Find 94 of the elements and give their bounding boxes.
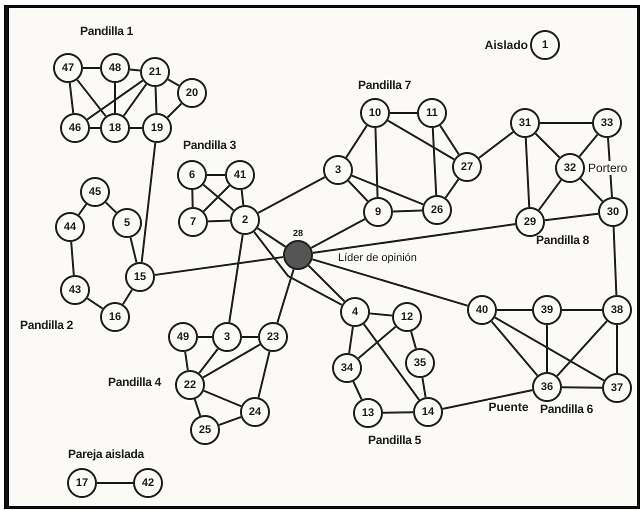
connector-line bbox=[242, 336, 258, 338]
group-label: Pandilla 2 bbox=[20, 318, 74, 332]
connector-line bbox=[258, 176, 326, 214]
connector-line bbox=[70, 242, 75, 276]
connector-line bbox=[616, 325, 618, 373]
connector-line bbox=[538, 179, 562, 211]
connector-line bbox=[382, 411, 414, 414]
connector-line bbox=[534, 132, 560, 158]
connector-line bbox=[370, 312, 392, 317]
connector-line bbox=[122, 84, 148, 116]
connector-line bbox=[580, 178, 604, 202]
connector-line bbox=[130, 68, 140, 72]
connector-line bbox=[78, 204, 88, 216]
group-label: Pareja aislada bbox=[68, 447, 144, 461]
connector-line bbox=[358, 326, 396, 360]
group-label: Pandilla 4 bbox=[108, 375, 162, 389]
connector-line bbox=[578, 134, 598, 158]
connector-line bbox=[497, 309, 532, 311]
connector-line bbox=[198, 348, 219, 374]
connector-line bbox=[312, 223, 516, 254]
connector-line bbox=[276, 269, 295, 323]
connector-line bbox=[540, 122, 592, 124]
connector-line bbox=[140, 142, 156, 262]
connector-line bbox=[612, 226, 618, 296]
connector-line bbox=[114, 83, 116, 113]
connector-line bbox=[444, 178, 460, 198]
connector-line bbox=[202, 344, 261, 378]
connector-line bbox=[83, 67, 100, 69]
connector-line bbox=[122, 289, 133, 305]
group-label: Pandilla 5 bbox=[368, 433, 422, 447]
connector-line bbox=[432, 128, 438, 196]
connector-line bbox=[310, 218, 366, 249]
connector-line bbox=[556, 320, 608, 377]
connector-line bbox=[194, 398, 202, 416]
connector-line bbox=[228, 234, 244, 322]
connector-line bbox=[258, 351, 270, 398]
connector-line bbox=[546, 325, 548, 372]
connector-line bbox=[208, 220, 230, 222]
group-label: Pandilla 3 bbox=[183, 138, 236, 152]
role-label: Portero bbox=[587, 161, 628, 175]
connector-line bbox=[198, 336, 212, 338]
group-label: Pandilla 6 bbox=[540, 402, 594, 416]
connector-line bbox=[90, 127, 100, 129]
connector-line bbox=[86, 80, 144, 120]
connector-line bbox=[207, 174, 225, 176]
connector-line bbox=[345, 125, 368, 158]
connector-line bbox=[348, 180, 368, 202]
connector-line bbox=[240, 190, 244, 206]
node-number: 28 bbox=[293, 228, 303, 238]
connector-line bbox=[312, 258, 468, 307]
connector-line bbox=[130, 127, 142, 129]
connector-line bbox=[191, 190, 194, 208]
connector-line bbox=[76, 79, 107, 117]
connector-line bbox=[562, 309, 602, 311]
connector-line bbox=[374, 128, 379, 198]
connector-line bbox=[253, 231, 342, 306]
connector-line bbox=[256, 227, 286, 248]
connector-line bbox=[203, 390, 242, 408]
connector-line bbox=[442, 389, 533, 410]
connector-line bbox=[363, 324, 420, 400]
connector-line bbox=[348, 326, 354, 354]
connector-line bbox=[97, 482, 133, 484]
connector-line bbox=[86, 298, 104, 310]
connector-line bbox=[184, 352, 189, 370]
edge-label: Puente bbox=[488, 400, 530, 414]
connector-line bbox=[390, 112, 417, 114]
role-label: Líder de opinión bbox=[338, 252, 417, 264]
connector-line bbox=[544, 212, 598, 222]
connector-line bbox=[352, 381, 363, 400]
group-label: Pandilla 1 bbox=[80, 24, 134, 38]
connector-line bbox=[352, 174, 424, 206]
connector-line bbox=[202, 184, 230, 212]
connector-line bbox=[202, 184, 234, 212]
connector-line bbox=[130, 237, 138, 263]
connector-line bbox=[154, 86, 158, 114]
connector-line bbox=[392, 210, 422, 212]
connector-line bbox=[490, 320, 538, 376]
role-label: Aislado bbox=[484, 38, 528, 52]
connector-line bbox=[218, 416, 242, 426]
connector-line bbox=[494, 316, 605, 382]
connector-line bbox=[410, 331, 417, 349]
connector-line bbox=[421, 378, 427, 398]
connector-line bbox=[478, 131, 514, 159]
connector-line bbox=[387, 120, 455, 160]
connector-line bbox=[68, 82, 74, 114]
connector-line bbox=[562, 386, 602, 389]
connector-line bbox=[439, 125, 460, 155]
connector-line bbox=[105, 202, 117, 214]
connector-line bbox=[168, 78, 180, 86]
group-label: Pandilla 7 bbox=[358, 78, 412, 92]
connector-line bbox=[308, 264, 346, 302]
connector-line bbox=[166, 102, 182, 118]
connector-line bbox=[524, 138, 530, 208]
connector-line bbox=[154, 256, 284, 276]
